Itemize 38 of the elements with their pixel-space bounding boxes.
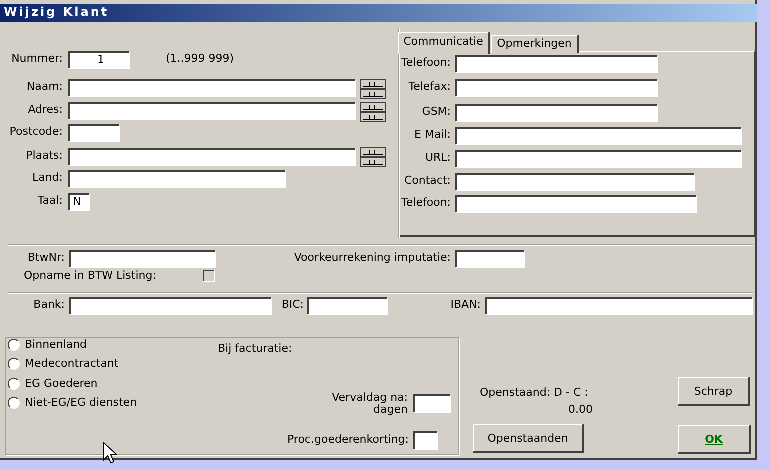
field-label: Taal: bbox=[38, 194, 63, 208]
window-title: Wijzig Klant bbox=[4, 5, 110, 19]
text-label: Bij facturatie: bbox=[218, 342, 292, 356]
text-label: Openstaand: D - C : bbox=[480, 386, 588, 400]
field-label: Telefoon: bbox=[402, 196, 451, 210]
action-button: Openstaanden bbox=[473, 424, 584, 453]
field-label: Land: bbox=[32, 171, 63, 185]
text-label: Opname in BTW Listing: bbox=[24, 269, 156, 283]
tab: Opmerkingen bbox=[491, 35, 579, 53]
action-button: Schrap bbox=[678, 377, 750, 406]
text-label: (1..999 999) bbox=[166, 52, 234, 66]
field-label: Vervaldag na: dagen bbox=[331, 392, 408, 416]
input-field: 1 bbox=[68, 51, 130, 69]
balance-value: 0.00 bbox=[568, 403, 593, 417]
field-label: Telefax: bbox=[408, 80, 451, 94]
option-label: Binnenland bbox=[25, 338, 88, 352]
field-label: Bank: bbox=[34, 298, 65, 312]
field-label: Telefoon: bbox=[402, 56, 451, 70]
field-label: Adres: bbox=[28, 103, 63, 117]
field-label: E Mail: bbox=[414, 128, 451, 142]
field-label: Postcode: bbox=[10, 125, 63, 139]
field-label: Contact: bbox=[404, 174, 451, 188]
field-label: Plaats: bbox=[26, 149, 63, 163]
field-label: Proc.goederenkorting: bbox=[287, 433, 409, 447]
input-field: N bbox=[68, 193, 90, 211]
field-label: BIC: bbox=[282, 298, 304, 312]
option-label: Niet-EG/EG diensten bbox=[25, 396, 138, 410]
field-label: IBAN: bbox=[450, 298, 481, 312]
option-label: Medecontractant bbox=[25, 357, 119, 371]
field-label: Naam: bbox=[26, 80, 63, 94]
tab: Communicatie bbox=[398, 32, 490, 54]
ok-button: OK bbox=[678, 425, 751, 454]
option-label: EG Goederen bbox=[25, 377, 98, 391]
field-label: GSM: bbox=[422, 105, 451, 119]
field-label: BtwNr: bbox=[28, 251, 65, 265]
field-label: Nummer: bbox=[12, 52, 63, 66]
field-label: Voorkeurrekening imputatie: bbox=[294, 251, 451, 265]
field-label: URL: bbox=[425, 151, 451, 165]
